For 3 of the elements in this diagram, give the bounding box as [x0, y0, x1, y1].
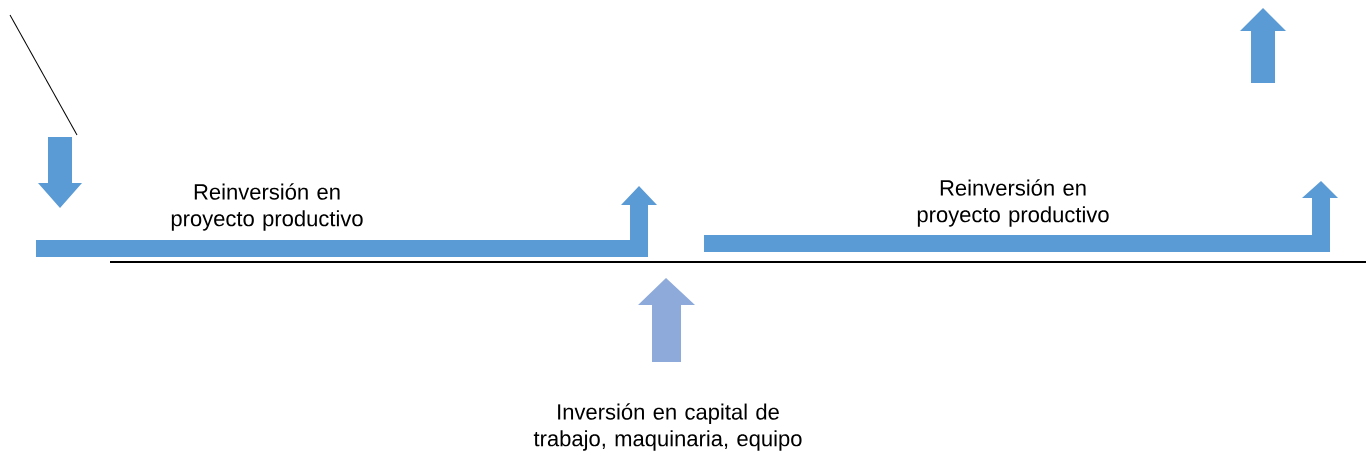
label-text: Reinversión en proyecto productivo	[917, 179, 1109, 227]
label-text: Reinversión en proyecto productivo	[171, 183, 363, 231]
label-text: Inversión en capital de trabajo, maquinaria, equipo	[533, 403, 802, 451]
